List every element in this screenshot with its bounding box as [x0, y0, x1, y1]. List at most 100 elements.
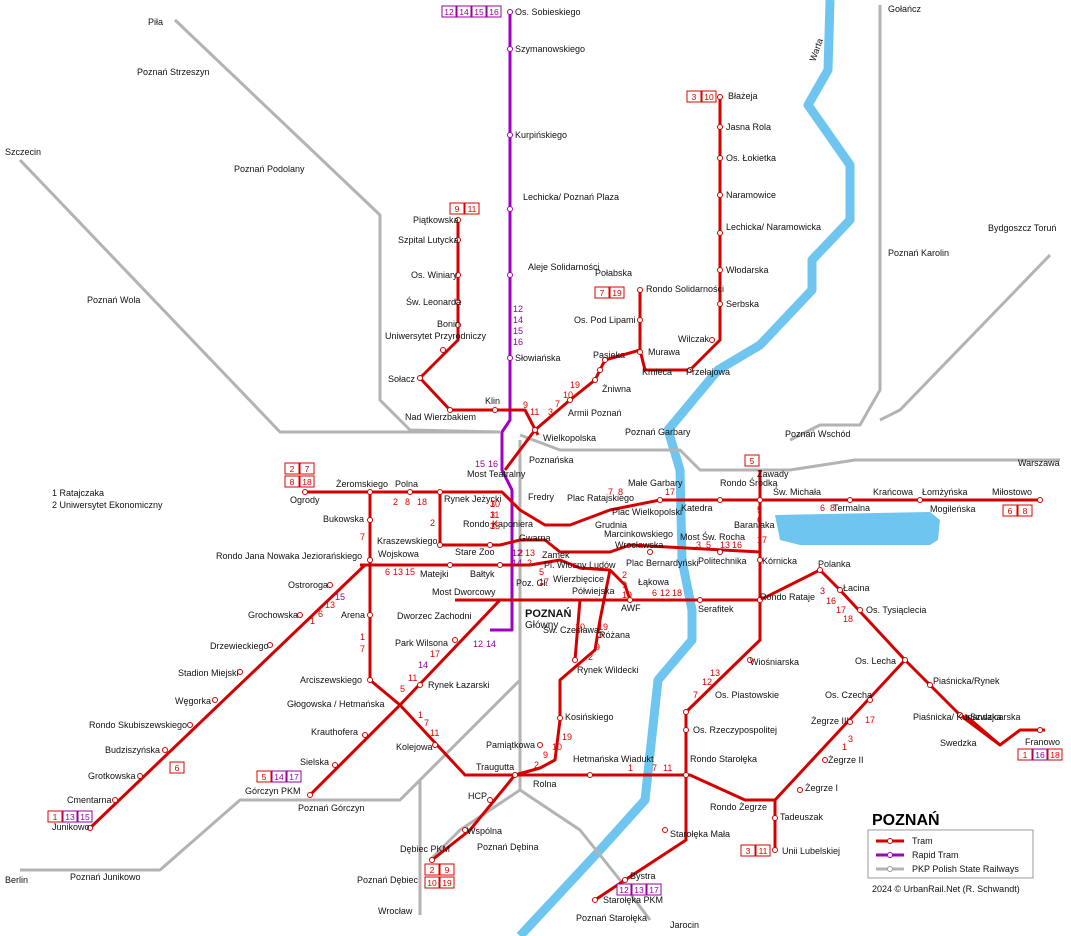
station-label: Żegrze II [828, 755, 864, 765]
station-label: Rondo Jana Nowaka Jeziorańskiego [216, 551, 362, 561]
lake-malta [775, 512, 940, 545]
station-label: Aleje Solidarności [528, 262, 600, 272]
svg-text:19: 19 [570, 380, 580, 390]
svg-text:10: 10 [490, 499, 500, 509]
river-label: Warta [807, 37, 824, 63]
station-label: Rynek Jeżycki [444, 494, 502, 504]
svg-text:2: 2 [527, 558, 532, 568]
svg-text:17: 17 [289, 772, 299, 782]
station-label: Os. Piastowskie [715, 690, 779, 700]
svg-text:18: 18 [302, 477, 312, 487]
svg-text:7: 7 [652, 763, 657, 773]
svg-text:15: 15 [335, 592, 345, 602]
svg-text:17: 17 [865, 715, 875, 725]
station-label: Żeromskiego [336, 479, 388, 489]
station-label: Kolejowa [396, 742, 433, 752]
station-label: Półwiejska [572, 586, 615, 596]
station-label: Bałtyk [470, 569, 495, 579]
svg-text:12: 12 [444, 7, 454, 17]
legend-tram: Tram [912, 836, 933, 846]
svg-text:14: 14 [418, 660, 428, 670]
svg-text:2: 2 [622, 570, 627, 580]
rail-label: Wrocław [378, 906, 413, 916]
svg-text:12: 12 [660, 588, 670, 598]
station-label: Matejki [420, 569, 449, 579]
svg-text:2: 2 [430, 865, 435, 875]
station-label: Rondo Solidarności [646, 284, 724, 294]
station-label: Wiośniarska [750, 657, 799, 667]
svg-text:8: 8 [618, 487, 623, 497]
station-label: Mogileńska [930, 504, 976, 514]
main-station-label: POZNAŃ [525, 607, 572, 620]
station-label: Żniwna [602, 384, 631, 394]
svg-text:15: 15 [475, 459, 485, 469]
svg-text:2: 2 [534, 760, 539, 770]
station-label: Grudnia [595, 520, 627, 530]
svg-text:18: 18 [1050, 750, 1060, 760]
rail-label: Poznań Starołęka [576, 913, 647, 923]
svg-text:2: 2 [290, 464, 295, 474]
station-label: Franowo [1025, 737, 1060, 747]
station-label: Marcinkowskiego [604, 529, 673, 539]
svg-text:12: 12 [702, 677, 712, 687]
station-label: Głogowska / Hetmańska [287, 699, 385, 709]
station-label: Piątkowska [413, 215, 459, 225]
rail-label: Piła [148, 17, 163, 27]
svg-text:14: 14 [459, 7, 469, 17]
svg-text:8: 8 [290, 477, 295, 487]
svg-text:12: 12 [619, 885, 629, 895]
station-label: Św. Michała [773, 486, 821, 497]
station-label: Termalna [833, 503, 870, 513]
svg-text:19: 19 [598, 622, 608, 632]
station-label: Miłostowo [992, 487, 1032, 497]
station-label: Ostroroga [288, 580, 328, 590]
station-label: Most Teatralny [467, 469, 526, 479]
station-label: Os. Lecha [855, 656, 896, 666]
station-label: Kraszewskiego [377, 536, 438, 546]
svg-text:3: 3 [490, 499, 495, 509]
svg-text:5: 5 [400, 684, 405, 694]
svg-text:10: 10 [704, 92, 714, 102]
railways [18, 5, 1060, 921]
station-label: Szymanowskiego [515, 44, 585, 54]
line-number-boxes: 12 14 15 16 3 10 9 11 7 19 2 7 8 18 5 6 … [47, 5, 1063, 896]
svg-text:2: 2 [430, 518, 435, 528]
station-label: Stare Zoo [455, 547, 495, 557]
svg-text:5: 5 [706, 540, 711, 550]
svg-text:18: 18 [417, 497, 427, 507]
station-label: Grochowska [248, 610, 298, 620]
station-label: Drzewieckiego [210, 641, 269, 651]
station-label: Poznań Górczyn [298, 803, 365, 813]
station-label: HCP [468, 791, 487, 801]
svg-text:17: 17 [665, 487, 675, 497]
station-label: Politechnika [698, 556, 747, 566]
svg-text:13: 13 [710, 668, 720, 678]
svg-text:15: 15 [490, 521, 500, 531]
station-label: Arena [341, 610, 365, 620]
svg-text:17: 17 [430, 649, 440, 659]
rail-label: Szczecin [5, 147, 41, 157]
station-label: Stadion Miejski [178, 668, 239, 678]
svg-text:14: 14 [513, 315, 523, 325]
station-label: Naramowice [726, 190, 776, 200]
station-label: Wrocławska [615, 540, 663, 550]
svg-text:6: 6 [385, 567, 390, 577]
svg-text:19: 19 [442, 878, 452, 888]
svg-text:13: 13 [525, 548, 535, 558]
svg-text:16: 16 [732, 540, 742, 550]
svg-text:17: 17 [757, 535, 767, 545]
svg-text:13: 13 [634, 885, 644, 895]
station-label: Os. Tysiąclecia [866, 605, 926, 615]
station-label: Murawa [648, 347, 680, 357]
rail-label: Poznań Garbary [625, 427, 691, 437]
svg-text:7: 7 [555, 399, 560, 409]
station-label: Zamek [542, 550, 570, 560]
svg-text:1: 1 [1023, 750, 1028, 760]
svg-text:7: 7 [600, 288, 605, 298]
station-label: Słowiańska [515, 353, 561, 363]
station-label: Tadeuszak [780, 812, 824, 822]
station-label: Lechicka/ Poznań Plaza [523, 192, 619, 202]
svg-text:9: 9 [595, 642, 600, 652]
station-label: Os. Sobieskiego [515, 7, 581, 17]
svg-text:13: 13 [720, 540, 730, 550]
